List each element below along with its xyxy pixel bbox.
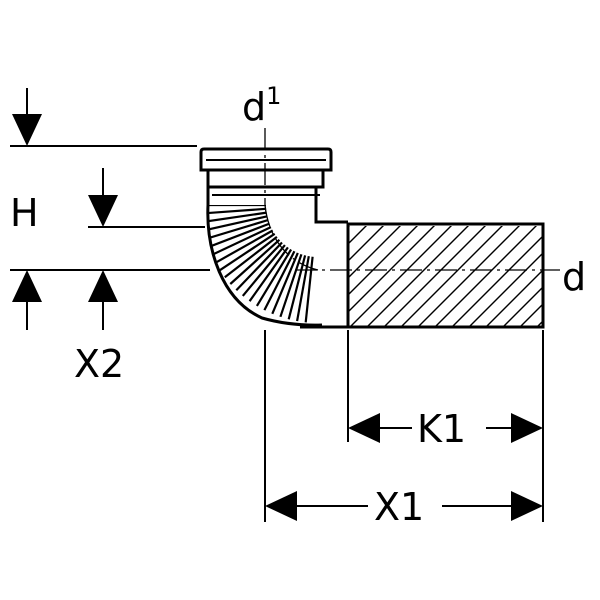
hatch-line: [503, 286, 543, 326]
bend-rib: [210, 226, 272, 257]
spigot-tube: [300, 220, 600, 330]
bottom-dimension-lines: [264, 330, 544, 522]
bend-rib: [207, 215, 268, 232]
x1-right-arrow: [511, 491, 543, 521]
outlet-diameter-label: d: [562, 255, 586, 299]
hatch-line: [401, 226, 503, 326]
x2-left-arrow-head: [12, 270, 42, 302]
bend-rib: [207, 207, 267, 215]
hatch-line: [348, 226, 367, 245]
hatch-line: [350, 226, 452, 326]
offset-x2-label: X2: [74, 342, 124, 386]
hatch-line: [348, 226, 418, 296]
hatch-line: [367, 226, 469, 326]
k1-right-arrow: [511, 413, 543, 443]
bend-rib: [279, 253, 303, 318]
x2-right-arrow-head: [88, 270, 118, 302]
bend-rib: [235, 241, 283, 291]
hatch-line: [435, 226, 537, 326]
hatch-line: [348, 226, 401, 279]
bend-rib: [207, 218, 269, 241]
k1-left-arrow: [348, 413, 380, 443]
hatch-line: [348, 226, 384, 262]
bend-centerline-arc: [264, 204, 319, 271]
top-socket: [199, 147, 333, 196]
bend-rib: [248, 246, 289, 302]
bend-rib: [229, 238, 281, 285]
bend-right-contour: [314, 187, 348, 224]
hatch-line: [486, 269, 543, 326]
bend-rib: [271, 252, 299, 315]
top-diameter-label: d1: [242, 82, 281, 129]
bend-rib: [287, 255, 307, 320]
bend-rib: [255, 248, 293, 307]
height-label: H: [10, 191, 39, 235]
spigot-length-k1-label: K1: [417, 407, 466, 451]
tube-outline: [346, 222, 545, 329]
hatch-line: [452, 235, 543, 326]
overall-length-x1-label: X1: [374, 485, 424, 529]
h-arrow-head: [88, 195, 118, 227]
hatch-line: [418, 226, 520, 326]
tube-hatching: [348, 220, 600, 330]
bend-rib: [207, 222, 270, 249]
x1-left-arrow: [265, 491, 297, 521]
bend-rib: [263, 250, 296, 311]
elbow-bend: [206, 187, 348, 327]
bend-rib: [241, 244, 286, 297]
hatch-line: [384, 226, 486, 326]
hatch-line: [585, 220, 600, 330]
left-dimension-lines: [10, 88, 210, 330]
hatch-line: [520, 303, 543, 326]
bend-rib: [224, 236, 278, 279]
bend-rib: [214, 229, 274, 264]
bend-rib: [219, 232, 276, 272]
top-arrow-head: [12, 114, 42, 146]
bend-rib: [207, 211, 267, 224]
hatch-line: [469, 252, 543, 326]
socket-collar: [199, 147, 333, 172]
